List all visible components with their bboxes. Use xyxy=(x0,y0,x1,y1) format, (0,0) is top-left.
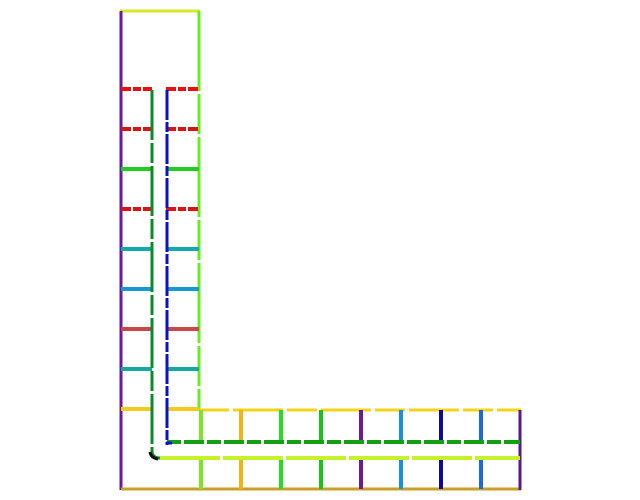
green-route xyxy=(150,90,161,460)
corner-join xyxy=(148,451,159,461)
